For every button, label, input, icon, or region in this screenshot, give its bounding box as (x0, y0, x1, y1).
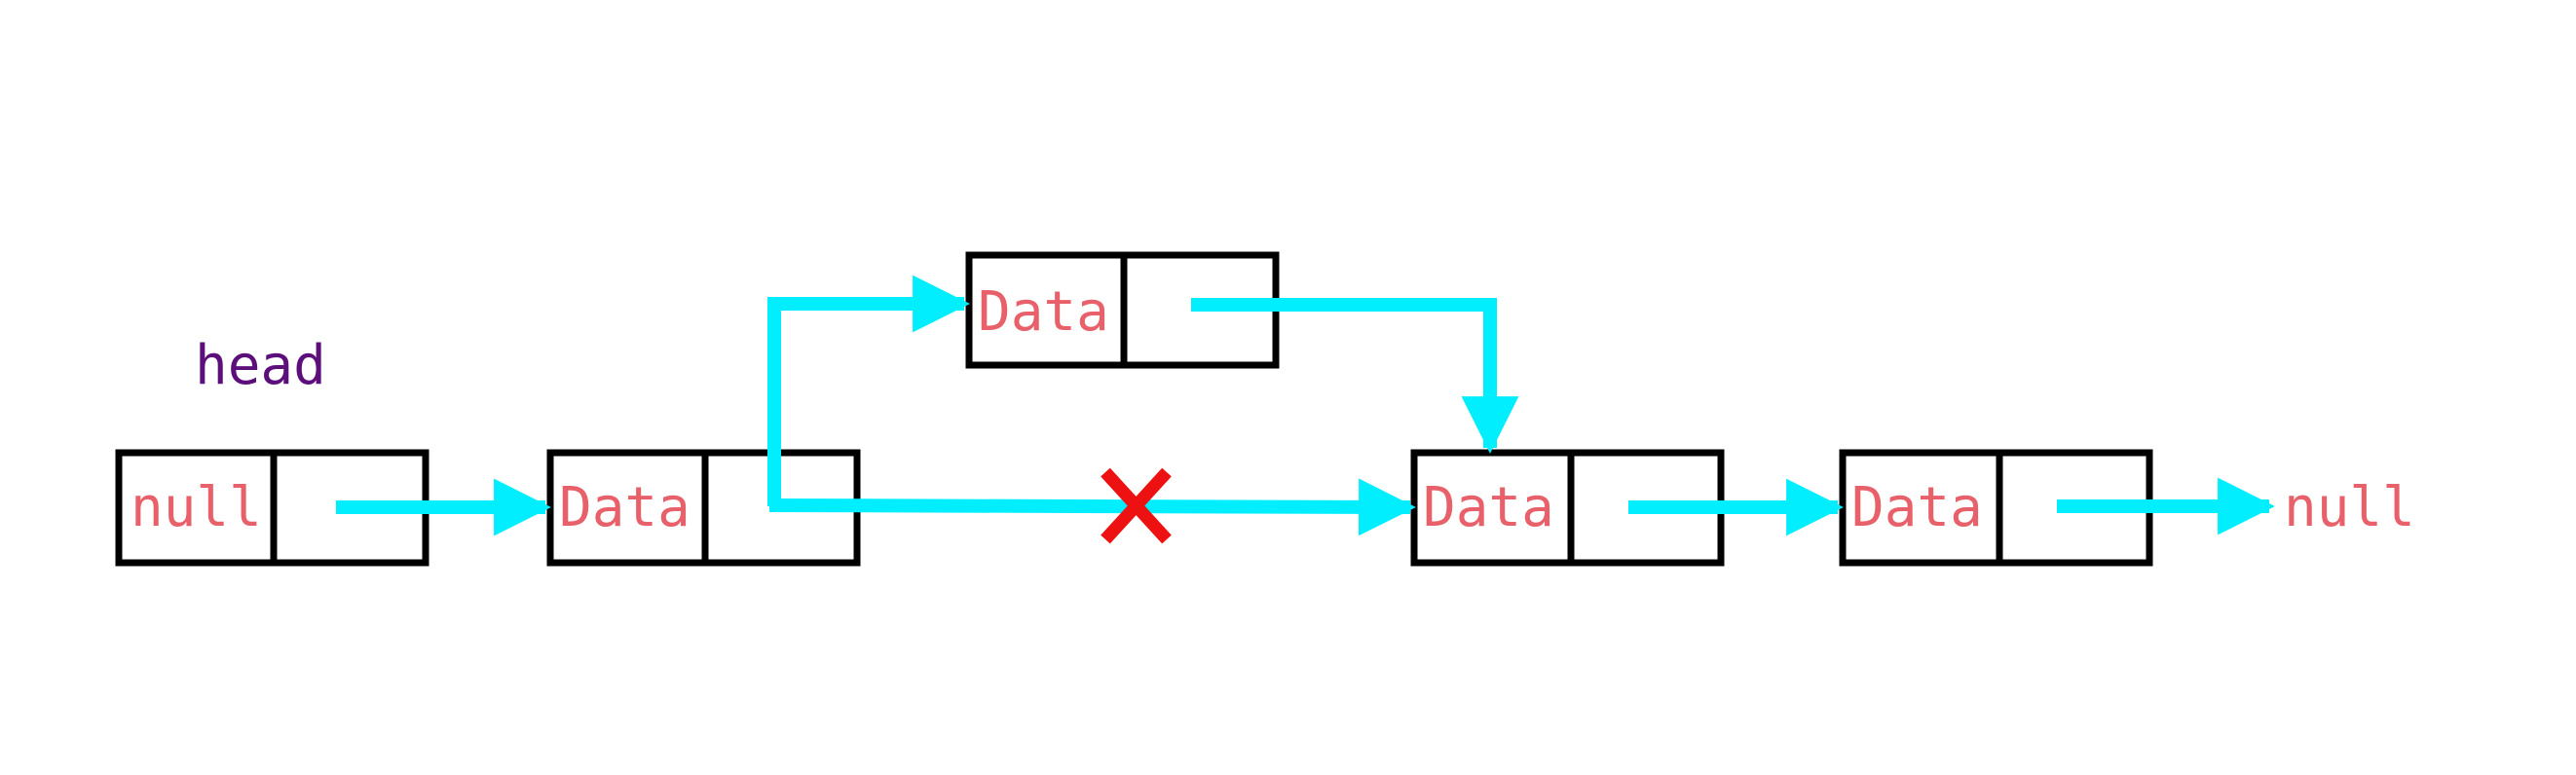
node-3-data-label: Data (1851, 476, 1983, 539)
head-label: head (195, 334, 326, 397)
list-node-3: Data (1839, 449, 2153, 567)
node-2-data-label: Data (1423, 476, 1554, 539)
cross-icon (1101, 467, 1172, 544)
node-inserted-data-label: Data (978, 280, 1109, 344)
node-sentinel-data-label: null (131, 476, 262, 539)
pointer-arrow-node-1-to-node-2-removed (768, 478, 1416, 536)
pointer-arrow-inserted-to-node-2 (1191, 298, 1519, 454)
terminal-null-label: null (2284, 476, 2415, 539)
list-node-1: Data (546, 449, 861, 567)
pointer-arrow-node-1-to-inserted (767, 275, 970, 506)
node-1-data-label: Data (559, 476, 691, 539)
